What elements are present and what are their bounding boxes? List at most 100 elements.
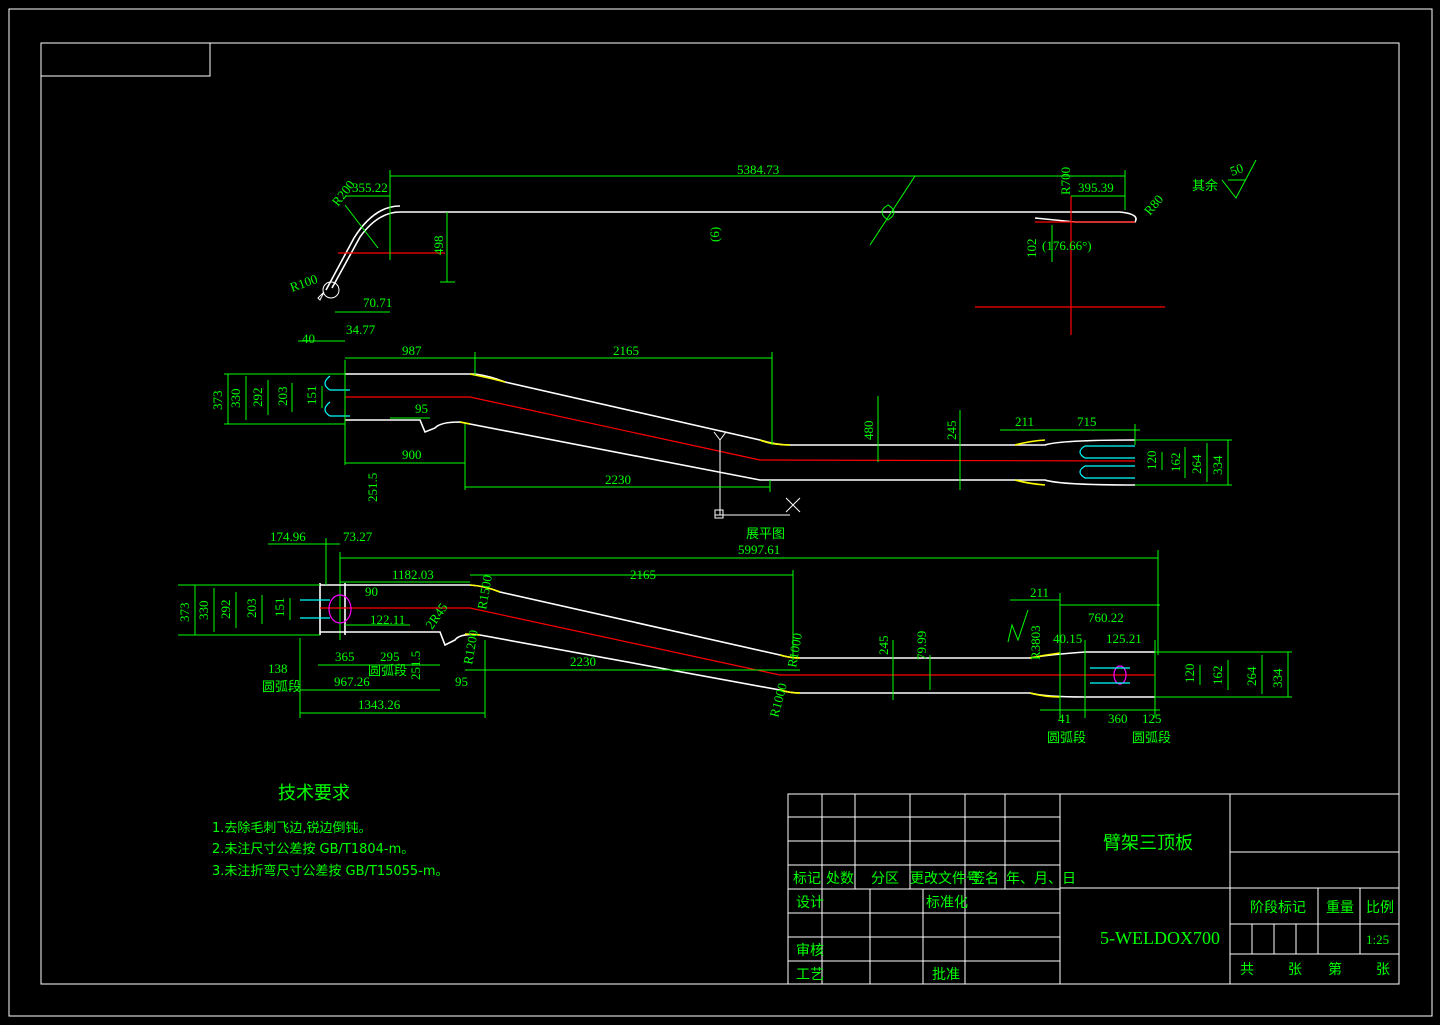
flat-pattern-caption: 展平图 (746, 527, 785, 542)
dim-1343: 1343.26 (358, 697, 401, 712)
dim-95: 95 (415, 401, 428, 416)
tb-approve: 批准 (932, 967, 960, 983)
dim-330: 330 (228, 389, 243, 409)
dim-r-small: R3803 (1028, 625, 1043, 660)
tech-item-2: 2.未注尺寸公差按 GB/T1804-m。 (212, 842, 414, 857)
tb-page: 第 (1328, 961, 1342, 978)
surface-note-label: 其余 (1192, 178, 1218, 194)
dim-120: 120 (1144, 451, 1159, 471)
arc-label-1: 圆弧段 (262, 680, 301, 695)
dim-365: 365 (335, 649, 355, 664)
inner-border (40, 42, 1400, 985)
dim-211: 211 (1015, 414, 1034, 429)
dim-79: 79.99 (914, 631, 929, 660)
dim-r1000b: R1000 (766, 681, 789, 718)
arc-label-3: 圆弧段 (1132, 731, 1171, 746)
tb-total: 共 (1240, 962, 1254, 978)
dim-2165: 2165 (613, 343, 639, 358)
tb-sign: 签名 (971, 870, 999, 887)
tech-item-1: 1.去除毛刺飞边,锐边倒钝。 (212, 821, 372, 836)
dim-120b: 120 (1182, 664, 1197, 684)
dim-203: 203 (275, 387, 290, 407)
tb-sheets2: 张 (1376, 962, 1390, 978)
dim-162: 162 (1168, 453, 1183, 473)
dim-138: 138 (268, 661, 288, 676)
dim-90: 90 (365, 584, 378, 599)
dim-122: 122.11 (370, 612, 405, 627)
dim-40-15: 40.15 (1053, 631, 1082, 646)
dim-70: 70.71 (363, 295, 392, 310)
dim-373b: 373 (177, 603, 192, 623)
dim-245b: 245 (876, 636, 891, 656)
title-block: 标记 处数 分区 更改文件号 签名 年、月、日 设计 标准化 审核 工艺 批准 … (787, 793, 1400, 985)
dim-34: 34.77 (346, 322, 376, 337)
dim-2165b: 2165 (630, 567, 656, 582)
dim-r1200: R1200 (460, 629, 481, 666)
dim-5997: 5997.61 (738, 542, 780, 557)
dim-264: 264 (1189, 454, 1204, 474)
dim-angle: (176.66°) (1042, 238, 1092, 253)
side-view: 5384.73 355.22 395.39 R200 R700 R80 R100… (288, 159, 1257, 335)
dim-211b: 211 (1030, 585, 1049, 600)
top-view: 5997.61 (177, 529, 1292, 746)
dim-715: 715 (1077, 414, 1097, 429)
tb-doc: 更改文件号 (910, 871, 980, 887)
dim-5384: 5384.73 (737, 162, 779, 177)
tb-standard: 标准化 (926, 895, 968, 911)
dim-295: 295 (380, 649, 400, 664)
dim-2230b: 2230 (570, 654, 596, 669)
dim-251b: 251.5 (408, 651, 423, 680)
dim-r100: R100 (288, 271, 320, 295)
dim-760: 760.22 (1088, 610, 1124, 625)
dim-174: 174.96 (270, 529, 306, 544)
dim-480: 480 (861, 421, 876, 441)
tech-item-3: 3.未注折弯尺寸公差按 GB/T15055-m。 (212, 863, 449, 879)
tb-scale: 1:25 (1366, 932, 1389, 947)
dim-r80: R80 (1141, 192, 1166, 218)
arc-label-1b: 圆弧段 (368, 664, 407, 679)
material: 5-WELDOX700 (1100, 928, 1220, 948)
surface-note-value: 50 (1228, 160, 1245, 179)
dim-264b: 264 (1244, 666, 1259, 686)
dim-73: 73.27 (343, 529, 373, 544)
dim-245: 245 (944, 421, 959, 441)
tb-process: 工艺 (796, 967, 824, 983)
tb-design: 设计 (796, 895, 824, 911)
dim-1182: 1182.03 (392, 567, 434, 582)
tb-date: 年、月、日 (1006, 871, 1076, 887)
tb-sheets1: 张 (1288, 962, 1302, 978)
flat-pattern-view: 987 2165 40 34.77 373 330 292 203 151 95… (210, 322, 1232, 542)
arc-label-2: 圆弧段 (1047, 731, 1086, 746)
tb-zone: 分区 (871, 871, 899, 887)
dim-330b: 330 (196, 601, 211, 621)
dim-151: 151 (304, 386, 319, 406)
dim-292: 292 (250, 388, 265, 408)
tech-requirements: 技术要求 1.去除毛刺飞边,锐边倒钝。 2.未注尺寸公差按 GB/T1804-m… (212, 783, 449, 879)
dim-334b: 334 (1270, 668, 1285, 688)
dim-125: 125 (1142, 711, 1162, 726)
tech-heading: 技术要求 (278, 783, 350, 804)
dim-125-21: 125.21 (1106, 631, 1142, 646)
dim-900: 900 (402, 447, 422, 462)
drawing-title: 臂架三顶板 (1103, 833, 1193, 854)
tb-mark: 标记 (793, 871, 821, 887)
dim-360: 360 (1108, 711, 1128, 726)
dim-373: 373 (210, 391, 225, 411)
dim-251: 251.5 (365, 473, 380, 502)
dim-967: 967.26 (334, 674, 370, 689)
dim-292b: 292 (218, 600, 233, 620)
dim-r1000a: R1000 (784, 632, 805, 669)
dim-151b: 151 (272, 598, 287, 618)
tb-review: 审核 (796, 943, 824, 959)
dim-95b: 95 (455, 674, 468, 689)
dim-41: 41 (1058, 711, 1071, 726)
dim-987: 987 (402, 343, 422, 358)
dim-thickness: (6) (707, 227, 722, 242)
dim-102: 102 (1024, 239, 1039, 259)
dim-203b: 203 (244, 599, 259, 619)
dim-334: 334 (1210, 455, 1225, 475)
tb-stage: 阶段标记 (1250, 900, 1306, 916)
dim-r1500: R1500 (474, 574, 495, 611)
dim-395: 395.39 (1078, 180, 1114, 195)
dim-r700: R700 (1058, 167, 1073, 195)
